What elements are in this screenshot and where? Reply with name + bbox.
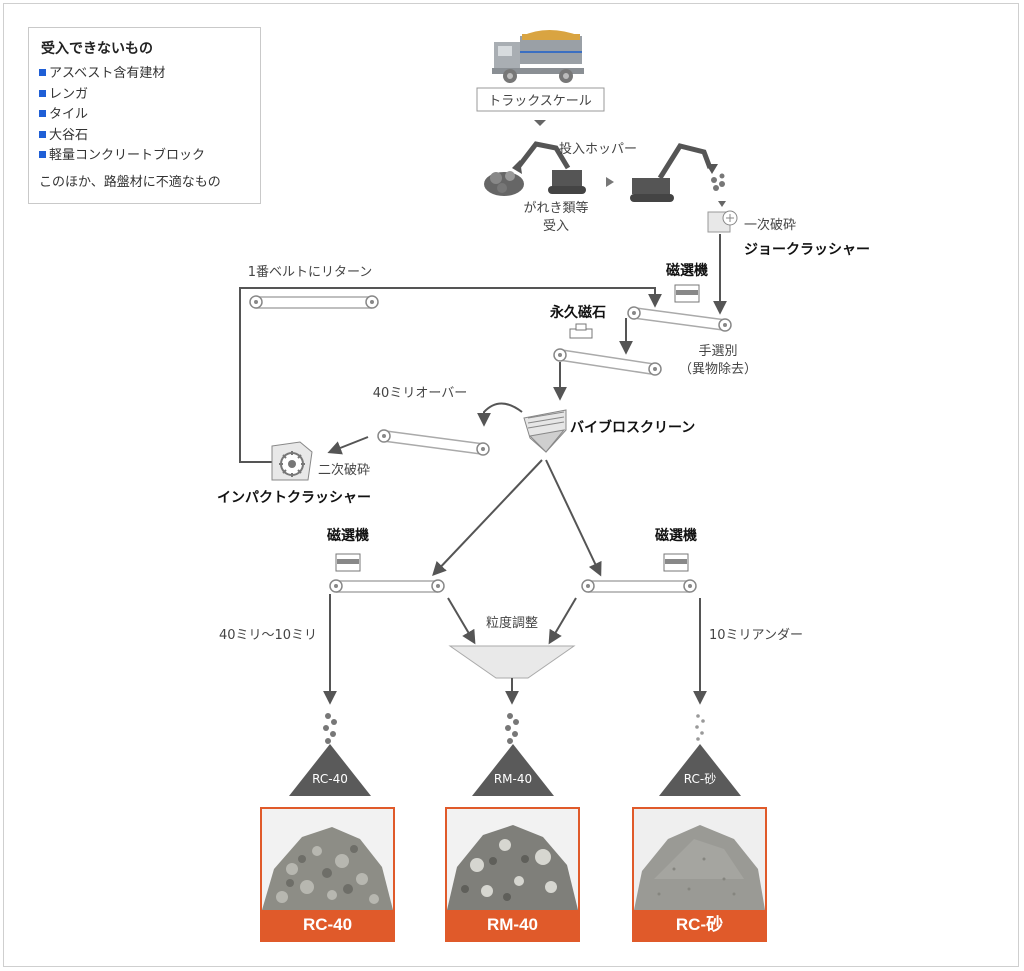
- curved-flow-arrow: [477, 402, 523, 427]
- product-photo-rc-sand: RC-砂: [632, 807, 767, 942]
- excavator-icon: [630, 143, 725, 202]
- jaw-crusher-icon: [707, 210, 738, 233]
- flow-arrow: [447, 597, 476, 645]
- bullet-square-icon: [39, 69, 46, 76]
- product-photo-rm40: RM-40: [445, 807, 580, 942]
- falling-sand-icon: [695, 714, 705, 741]
- truck-scale-label: トラックスケール: [488, 94, 592, 109]
- unacceptable-materials-legend: 受入できないもの アスベスト含有建材 レンガ タイル 大谷石 軽量コンクリートブ…: [28, 27, 261, 204]
- product-photo-rc40: RC-40: [260, 807, 395, 942]
- under10-label: 10ミリアンダー: [709, 628, 803, 643]
- legend-title: 受入できないもの: [41, 41, 153, 57]
- jaw-crusher-label: ジョークラッシャー: [744, 242, 870, 258]
- down-arrow-icon: [718, 201, 726, 207]
- return-flow-line: [239, 287, 662, 463]
- legend-item: 軽量コンクリートブロック: [39, 146, 250, 167]
- flow-arrow: [545, 459, 602, 577]
- impact-crusher-label: インパクトクラッシャー: [217, 490, 371, 506]
- conveyor-belt: [329, 579, 445, 593]
- conveyor-belt: [249, 295, 379, 309]
- product-caption: RC-砂: [634, 910, 765, 940]
- product-pile-icon: [659, 744, 741, 796]
- magnet-right-label: 磁選機: [655, 527, 697, 544]
- over40-label: 40ミリオーバー: [373, 386, 467, 401]
- flow-arrow: [327, 436, 369, 455]
- vibro-screen-label: バイブロスクリーン: [570, 419, 695, 436]
- diagram-frame: [3, 3, 1019, 967]
- bullet-square-icon: [39, 89, 46, 97]
- primary-crush-label: 一次破砕: [744, 217, 796, 233]
- blending-hopper-icon: [448, 645, 576, 679]
- legend-item: 大谷石: [39, 126, 250, 147]
- flow-arrow: [548, 597, 577, 645]
- return-belt-label: 1番ベルトにリターン: [248, 265, 373, 280]
- vibro-screen-icon: [523, 409, 567, 453]
- hand-sort-label-2: （異物除去）: [679, 362, 757, 377]
- aggregate-pile-image: [447, 809, 578, 910]
- legend-note: このほか、路盤材に不適なもの: [39, 174, 221, 190]
- bullet-square-icon: [39, 130, 46, 138]
- falling-aggregate-icon: [323, 713, 337, 744]
- permanent-magnet-label: 永久磁石: [549, 304, 606, 321]
- pile-label: RC-40: [312, 772, 348, 786]
- magnetic-separator-icon: [663, 553, 689, 572]
- magnetic-separator-icon: [674, 284, 700, 303]
- hopper-label: 投入ホッパー: [559, 141, 637, 157]
- impact-crusher-icon: [271, 441, 313, 481]
- hand-sort-label-1: 手選別: [698, 344, 737, 359]
- legend-item: アスベスト含有建材: [39, 64, 250, 85]
- product-caption: RM-40: [447, 910, 578, 940]
- conveyor-belt: [377, 429, 490, 456]
- rubble-intake-label-1: がれき類等: [523, 200, 588, 216]
- pile-label: RC-砂: [684, 772, 716, 786]
- truck-scale-box: [476, 87, 605, 112]
- down-arrow-icon: [534, 120, 546, 126]
- pile-label: RM-40: [494, 772, 532, 786]
- conveyor-belt: [581, 579, 697, 593]
- bullet-square-icon: [39, 151, 46, 158]
- conveyor-belt: [553, 348, 662, 376]
- falling-aggregate-icon: [505, 713, 519, 744]
- secondary-crush-label: 二次破砕: [318, 462, 370, 478]
- bullet-square-icon: [39, 110, 46, 117]
- sand-pile-image: [634, 809, 765, 910]
- grain-adjust-label: 粒度調整: [486, 615, 538, 631]
- truck-icon: [492, 30, 584, 83]
- product-pile-icon: [472, 744, 554, 796]
- magnetic-separator-icon: [335, 553, 361, 572]
- aggregate-pile-image: [262, 809, 393, 910]
- conveyor-belt: [627, 306, 732, 332]
- magnet-top-label: 磁選機: [666, 262, 708, 279]
- rubble-intake-label-2: 受入: [543, 219, 569, 234]
- product-pile-icon: [289, 744, 371, 796]
- magnet-left-label: 磁選機: [327, 527, 369, 544]
- range-40-10-label: 40ミリ〜10ミリ: [219, 628, 317, 643]
- excavator-icon: [484, 141, 586, 196]
- right-arrow-icon: [606, 177, 614, 187]
- permanent-magnet-icon: [569, 323, 593, 339]
- legend-item: レンガ: [39, 85, 250, 106]
- legend-item: タイル: [39, 105, 250, 126]
- flow-arrow: [432, 459, 543, 577]
- product-caption: RC-40: [262, 910, 393, 940]
